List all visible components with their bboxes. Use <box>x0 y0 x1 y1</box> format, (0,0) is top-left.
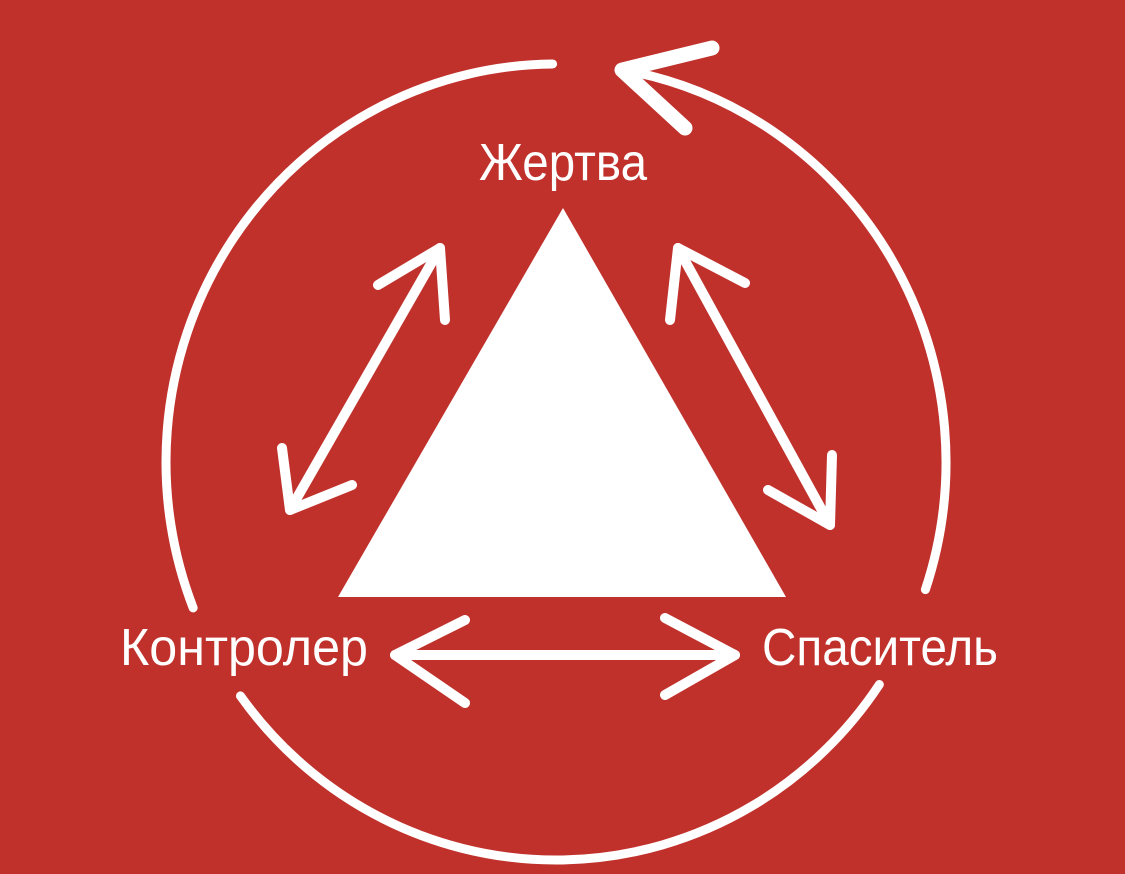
cycle-arc-1 <box>615 64 951 595</box>
cycle-arrowhead-icon <box>614 40 720 136</box>
cycle-arc-3 <box>161 59 558 613</box>
label-controller: Контролер <box>120 619 368 677</box>
center-triangle <box>338 208 786 597</box>
label-rescuer: Спаситель <box>762 619 998 677</box>
cycle-circle <box>161 59 951 865</box>
double-arrow-left-edge <box>277 243 450 515</box>
cycle-arc-2 <box>235 680 884 865</box>
label-victim: Жертва <box>479 134 647 192</box>
double-arrow-bottom-edge <box>390 613 740 708</box>
double-arrow-right-edge <box>665 243 837 530</box>
